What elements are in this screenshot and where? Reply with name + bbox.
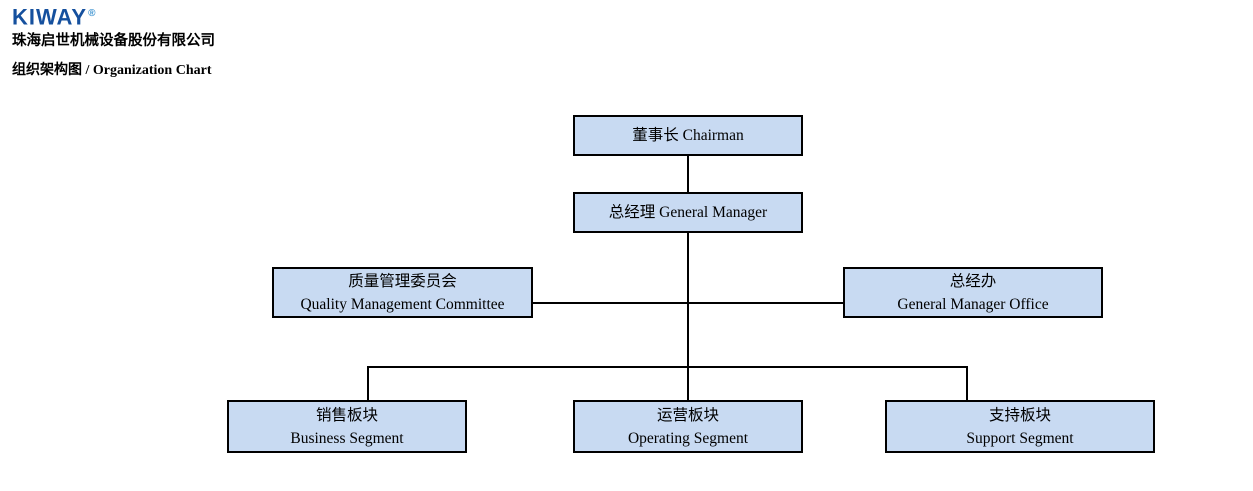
connector-segments-crossbar: [367, 366, 968, 368]
org-node-label: 董事长 Chairman: [632, 127, 744, 144]
connector-committee-crossbar: [533, 302, 843, 304]
org-node-label-zh: 支持板块: [988, 406, 1051, 424]
company-name: 珠海启世机械设备股份有限公司: [12, 33, 215, 49]
org-node-label: 总经理 General Manager: [608, 204, 768, 221]
connector-drop-support: [966, 366, 968, 400]
org-node-label-zh: 销售板块: [315, 406, 378, 424]
org-node-operating-segment: 运营板块 Operating Segment: [573, 400, 803, 453]
org-node-support-segment: 支持板块 Support Segment: [885, 400, 1155, 453]
org-node-quality-management-committee: 质量管理委员会 Quality Management Committee: [272, 267, 533, 318]
logo-wordmark: KIWAY: [12, 4, 88, 30]
connector-chairman-to-gm: [687, 156, 689, 192]
org-node-label-zh: 质量管理委员会: [348, 272, 457, 290]
org-node-label-en: Quality Management Committee: [300, 295, 505, 313]
org-node-label-en: Operating Segment: [627, 429, 749, 447]
org-node-label-en: General Manager Office: [897, 295, 1049, 313]
org-node-label-en: Business Segment: [290, 429, 404, 447]
company-logo: KIWAY®: [12, 2, 95, 29]
org-node-business-segment: 销售板块 Business Segment: [227, 400, 467, 453]
connector-gm-trunk: [687, 233, 689, 400]
org-node-label-en: Support Segment: [966, 429, 1074, 447]
org-node-label-zh: 运营板块: [656, 406, 719, 424]
org-node-general-manager-office: 总经办 General Manager Office: [843, 267, 1103, 318]
registered-trademark-icon: ®: [88, 8, 96, 19]
org-node-chairman: 董事长 Chairman: [573, 115, 803, 156]
connector-drop-business: [367, 366, 369, 400]
page-title: 组织架构图 / Organization Chart: [12, 63, 212, 78]
org-node-general-manager: 总经理 General Manager: [573, 192, 803, 233]
org-node-label-zh: 总经办: [949, 272, 997, 290]
